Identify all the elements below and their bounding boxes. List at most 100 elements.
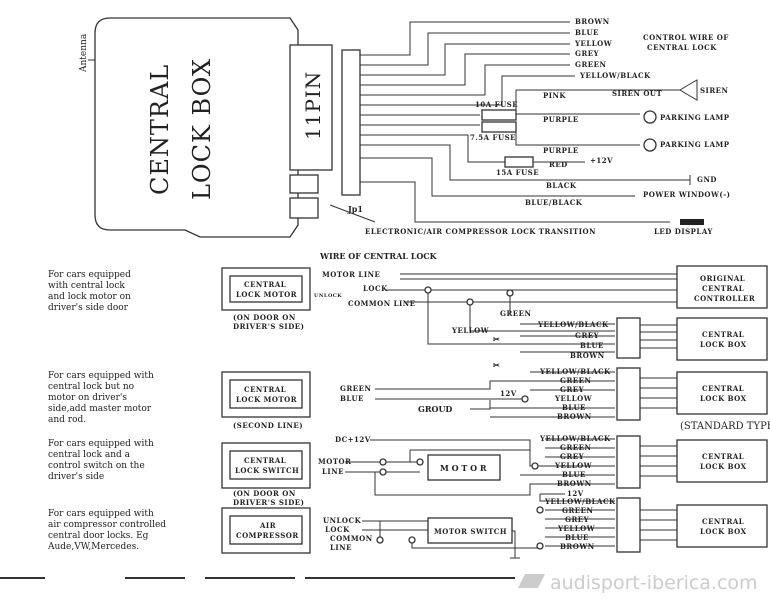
- motor-line-label: MOTOR: [318, 457, 351, 466]
- wire-label-grey: GREY: [575, 49, 600, 58]
- wire-label: GREY: [565, 515, 590, 524]
- wire-label: YELLOW: [554, 461, 592, 470]
- box-label: CONTROLLER: [694, 294, 755, 303]
- box-note: (SECOND LINE): [233, 421, 303, 430]
- box-label: LOCK MOTOR: [236, 290, 297, 299]
- wire-label-black: BLACK: [546, 181, 577, 190]
- parking-lamp-label: PARKING LAMP: [660, 113, 730, 122]
- wire-label: YELLOW: [554, 394, 592, 403]
- wire-label: YELLOW/BLACK: [539, 434, 611, 443]
- plus12v-label: +12V: [590, 156, 613, 165]
- box-label: COMPRESSOR: [236, 531, 299, 540]
- wire-label: YELLOW/BLACK: [539, 367, 611, 376]
- wire-label: YELLOW/BLACK: [544, 497, 616, 506]
- wire-label: GREEN: [562, 506, 593, 515]
- connector-jp1: [289, 197, 319, 219]
- wire-label: GREY: [560, 385, 585, 394]
- siren-label: SIREN: [700, 86, 728, 95]
- wire-label-red: RED: [549, 160, 568, 169]
- box-label: CENTRAL: [244, 456, 286, 465]
- ground-label: GROUD: [418, 404, 452, 414]
- box-note: (ON DOOR ON: [233, 313, 296, 322]
- wire-label: BLUE: [562, 470, 586, 479]
- fuse-7-5a-label: 7.5A FUSE: [470, 133, 516, 142]
- unlock-label: UNLOCK: [323, 516, 362, 525]
- box-label: CENTRAL: [702, 452, 744, 461]
- box-note: (ON DOOR ON: [233, 489, 296, 498]
- wire-label: GREEN: [560, 376, 591, 385]
- gnd-label: GND: [697, 175, 717, 184]
- central-lock-box-unit: [94, 17, 299, 238]
- wire-label: BLUE: [580, 341, 604, 350]
- section-description: For cars equipped with: [48, 439, 154, 449]
- pin-label: 11PIN: [301, 71, 325, 140]
- section-air-compressor: For cars equipped with air compressor co…: [47, 489, 768, 559]
- parking-lamp-label-2: PARKING LAMP: [660, 140, 730, 149]
- fuse-7-5a: [481, 121, 517, 133]
- box-label: LOCK BOX: [700, 394, 747, 403]
- siren-out-label: SIREN OUT: [612, 89, 663, 98]
- wire-label-blue: BLUE: [575, 28, 599, 37]
- wire-label: BLUE: [562, 403, 586, 412]
- motor-label: M O T O R: [440, 463, 487, 473]
- section-description: side,add master motor: [48, 404, 152, 414]
- antenna-label: Antenna: [79, 33, 89, 73]
- box-label: CENTRAL: [702, 517, 744, 526]
- box-note: DRIVER'S SIDE): [233, 498, 304, 507]
- top-labels: BROWN BLUE YELLOW GREY GREEN YELLOW/BLAC…: [365, 17, 730, 236]
- wire-label: GREEN: [560, 443, 591, 452]
- led-display-icon: [680, 219, 704, 225]
- section-second-line: For cars equipped with central lock but …: [48, 367, 770, 432]
- section-description: For cars equipped: [48, 270, 131, 280]
- wire-label: BROWN: [557, 479, 592, 488]
- box-note: DRIVER'S SIDE): [233, 322, 304, 331]
- control-wire-label-2: CENTRAL LOCK: [647, 43, 717, 52]
- motor-switch-box: [427, 517, 513, 544]
- box-label: AIR: [259, 521, 276, 530]
- central-lock-box: [676, 439, 768, 483]
- section-lock-switch: For cars equipped with central lock and …: [48, 434, 768, 507]
- v12-label: 12V: [500, 389, 517, 398]
- box-label: LOCK BOX: [700, 462, 747, 471]
- pin-header: [289, 44, 333, 171]
- box-label: CENTRAL: [702, 384, 744, 393]
- section-description: and lock motor on: [48, 292, 131, 302]
- dc12-label: DC+12V: [335, 435, 371, 444]
- standard-type-label: (STANDARD TYPE): [680, 421, 770, 432]
- fuse-15a: [504, 156, 534, 168]
- box-label: ORIGINAL: [700, 274, 745, 283]
- box-label: CENTRAL: [244, 280, 286, 289]
- watermark: audisport-iberica.com: [550, 572, 758, 594]
- section-description: control switch on the: [48, 461, 145, 471]
- siren-icon: [679, 79, 698, 101]
- box-label: LOCK BOX: [700, 527, 747, 536]
- box-label: LOCK MOTOR: [236, 395, 297, 404]
- motor-line-label: MOTOR LINE: [322, 270, 380, 279]
- wire-label-yellow-black: YELLOW/BLACK: [579, 71, 651, 80]
- box-label: LOCK SWITCH: [235, 466, 299, 475]
- central-lock-box: [676, 317, 768, 361]
- wire-label: YELLOW/BLACK: [537, 320, 609, 329]
- wire-label: BROWN: [570, 351, 605, 360]
- section-description: with central lock: [48, 281, 125, 291]
- motor-line-label: LINE: [322, 467, 344, 476]
- scissors-icon: ✂: [493, 334, 500, 344]
- common-line-label: COMMON: [330, 534, 373, 543]
- wire-label: GREY: [575, 331, 600, 340]
- wire-label: BROWN: [557, 412, 592, 421]
- wire-label-purple: PURPLE: [543, 115, 579, 124]
- box-title-2: LOCK BOX: [188, 58, 216, 200]
- wire-label: BROWN: [560, 542, 595, 551]
- transition-label: ELECTRONIC/AIR COMPRESSOR LOCK TRANSITIO…: [365, 227, 596, 236]
- wire-label-yellow: YELLOW: [451, 326, 489, 335]
- fuse-10a-label: 10A FUSE: [475, 100, 518, 109]
- wire-label-purple-2: PURPLE: [543, 146, 579, 155]
- original-controller-box: [676, 265, 768, 309]
- section-description: Aude,VW,Mercedes.: [47, 542, 139, 552]
- section-description: For cars equipped with: [48, 371, 154, 381]
- section-description: and rod.: [48, 415, 86, 425]
- wire-label: BLUE: [565, 533, 589, 542]
- parking-lamp-icon: [643, 110, 657, 124]
- led-display-label: LED DISPLAY: [654, 227, 713, 236]
